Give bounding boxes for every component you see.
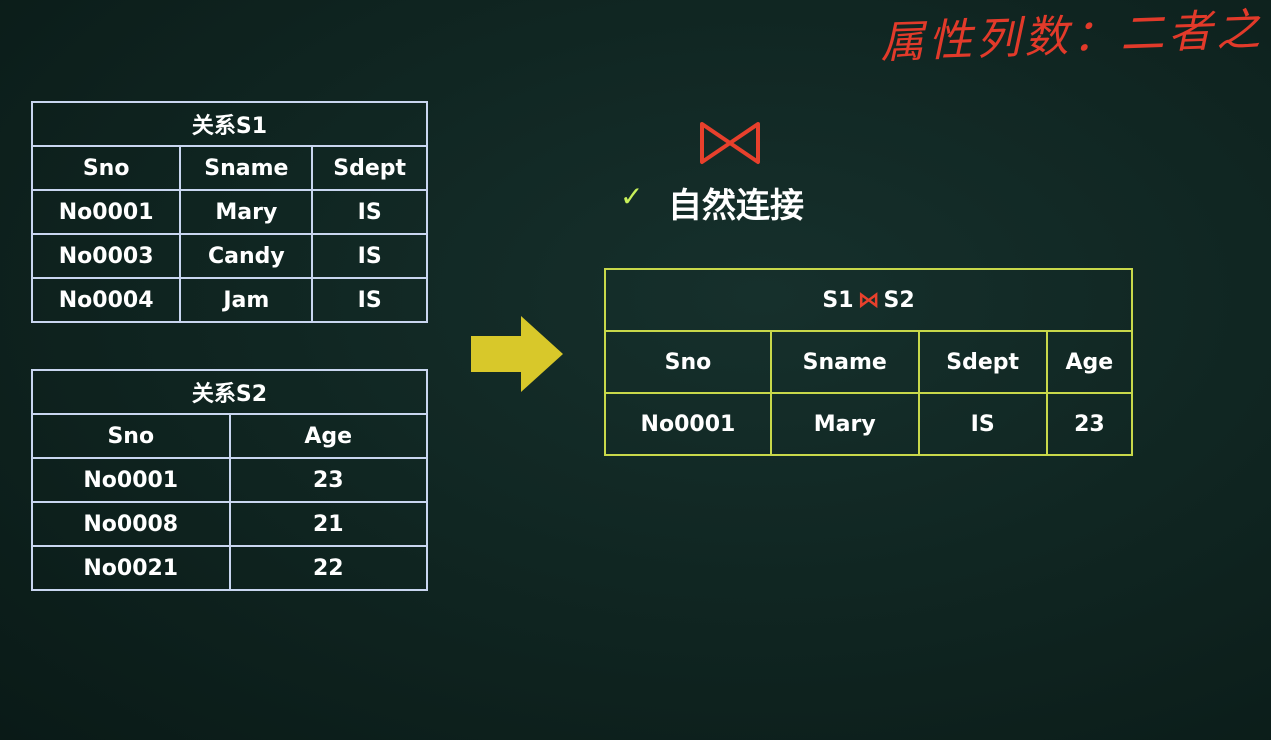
natural-join-symbol-icon: [700, 122, 760, 164]
table-cell: Candy: [179, 233, 314, 279]
column-header: Sdept: [311, 145, 428, 191]
join-symbol-inline: ⋈: [857, 287, 880, 313]
relation-s2-table: 关系S2 Sno Age No0001 23 No0008 21 No0021 …: [31, 369, 428, 591]
table-row: No0001 Mary IS: [30, 189, 428, 235]
table-cell: No0001: [30, 189, 182, 235]
handwritten-annotation: 属性列数：二者之: [879, 4, 1265, 69]
caption-left: S1: [822, 287, 854, 313]
table-cell: 23: [1045, 392, 1134, 456]
table-row: No0021 22: [31, 545, 428, 591]
table-cell: No0008: [31, 501, 231, 547]
table-row: No0001 23: [31, 457, 428, 503]
column-header: Age: [228, 413, 428, 459]
column-header: Sname: [179, 145, 314, 191]
right-arrow-icon: [471, 316, 563, 392]
table-cell: 22: [228, 545, 428, 591]
table-cell: No0001: [31, 457, 231, 503]
table-cell: No0021: [31, 545, 231, 591]
table-row: No0001 Mary IS 23: [604, 392, 1134, 456]
table-cell: IS: [311, 189, 428, 235]
table-cell: IS: [311, 233, 428, 279]
table-caption: 关系S1: [31, 101, 428, 147]
table-cell: Mary: [179, 189, 314, 235]
column-header: Sdept: [917, 330, 1048, 394]
table-cell: Jam: [179, 277, 314, 323]
table-cell: No0003: [30, 233, 182, 279]
natural-join-title: 自然连接: [668, 186, 804, 226]
result-table: S1⋈S2 Sno Sname Sdept Age No0001 Mary IS…: [604, 268, 1134, 456]
table-cell: Mary: [769, 392, 920, 456]
column-header: Age: [1045, 330, 1134, 394]
check-icon: ✓: [620, 180, 644, 213]
column-header: Sname: [769, 330, 920, 394]
table-cell: IS: [917, 392, 1048, 456]
table-cell: 23: [228, 457, 428, 503]
table-cell: IS: [311, 277, 428, 323]
table-cell: No0001: [604, 392, 772, 456]
column-header: Sno: [30, 145, 182, 191]
table-cell: 21: [228, 501, 428, 547]
relation-s1-table: 关系S1 Sno Sname Sdept No0001 Mary IS No00…: [30, 101, 428, 323]
column-header: Sno: [604, 330, 772, 394]
table-caption: 关系S2: [31, 369, 428, 415]
table-row: No0004 Jam IS: [30, 277, 428, 323]
table-row: No0003 Candy IS: [30, 233, 428, 279]
table-row: No0008 21: [31, 501, 428, 547]
table-cell: No0004: [30, 277, 182, 323]
column-header: Sno: [31, 413, 231, 459]
table-caption: S1⋈S2: [604, 268, 1133, 332]
caption-right: S2: [883, 287, 915, 313]
